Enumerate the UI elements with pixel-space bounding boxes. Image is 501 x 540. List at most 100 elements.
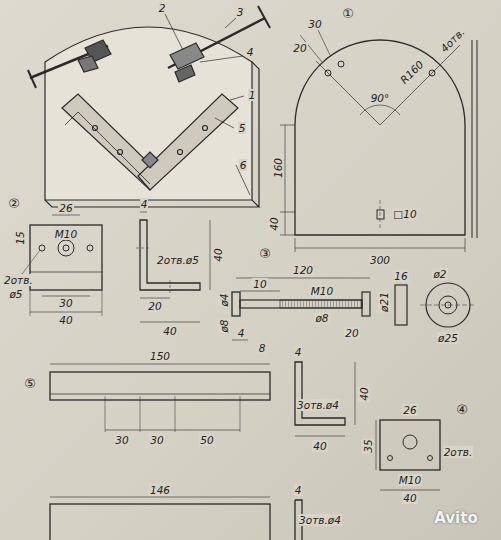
drawing-stroke bbox=[22, 250, 40, 274]
dimension-label: 20 bbox=[344, 327, 359, 339]
bracket-drawing bbox=[22, 212, 210, 322]
dimension-label: 40 bbox=[358, 386, 370, 401]
part-number: ② bbox=[7, 198, 21, 210]
drawing-stroke bbox=[230, 96, 244, 100]
dimension-label: 40 bbox=[162, 325, 177, 337]
drawing-stroke bbox=[280, 300, 362, 308]
dimension-label: 2отв. bbox=[3, 274, 34, 286]
dimension-label: R160 bbox=[397, 57, 426, 86]
dimension-label: 150 bbox=[149, 350, 171, 362]
part-number: ④ bbox=[455, 404, 469, 416]
drawing-stroke bbox=[140, 212, 147, 213]
dimension-label: 30 bbox=[114, 434, 129, 446]
drawing-stroke bbox=[50, 394, 270, 395]
dimension-label: 2отв. bbox=[443, 446, 474, 458]
drawing-stroke bbox=[200, 56, 243, 62]
callout-number: 4 bbox=[246, 46, 255, 58]
dimension-label: M10 bbox=[310, 285, 334, 297]
drawing-stroke bbox=[295, 436, 345, 437]
dimension-label: ø21 bbox=[378, 291, 390, 313]
drawing-stroke bbox=[295, 40, 465, 235]
drawing-stroke bbox=[93, 126, 98, 131]
drawing-stroke bbox=[232, 340, 248, 341]
drawing-stroke bbox=[102, 290, 103, 316]
drawing-stroke bbox=[225, 18, 236, 28]
dimension-label: ø8 bbox=[218, 318, 230, 333]
drawing-stroke bbox=[170, 43, 204, 69]
drawing-stroke bbox=[65, 112, 150, 184]
drawing-stroke bbox=[63, 245, 69, 251]
bar-drawing bbox=[50, 362, 440, 540]
dimension-label: 8 bbox=[258, 342, 267, 354]
dimension-label: 20 bbox=[147, 300, 162, 312]
drawing-stroke bbox=[140, 220, 200, 290]
drawing-stroke bbox=[403, 435, 417, 449]
dimension-label: 20 bbox=[292, 42, 307, 54]
dimension-label: M10 bbox=[398, 474, 422, 486]
drawing-stroke bbox=[295, 248, 465, 249]
drawing-stroke bbox=[280, 212, 295, 213]
drawing-stroke bbox=[50, 372, 270, 400]
callout-number: 2 bbox=[158, 2, 167, 14]
drawing-stroke bbox=[50, 497, 270, 498]
dimension-label: 4 bbox=[294, 346, 303, 358]
drawing-stroke bbox=[285, 125, 286, 235]
drawing-stroke bbox=[178, 150, 183, 155]
drawing-stroke bbox=[376, 420, 377, 470]
drawing-stroke bbox=[240, 396, 241, 432]
dimension-label: 10 bbox=[252, 278, 267, 290]
drawing-stroke bbox=[380, 45, 460, 125]
dimension-label: □10 bbox=[392, 208, 417, 220]
drawing-stroke bbox=[28, 70, 36, 88]
dimension-label: ø2 bbox=[432, 268, 447, 280]
drawing-stroke bbox=[472, 40, 473, 238]
dimension-label: 2отв.ø5 bbox=[156, 254, 200, 266]
drawing-stroke bbox=[388, 456, 393, 461]
drawing-stroke bbox=[295, 362, 345, 425]
dimension-label: 40 bbox=[58, 314, 73, 326]
drawing-stroke bbox=[118, 150, 123, 155]
drawing-stroke bbox=[240, 300, 362, 308]
drawing-stroke bbox=[232, 292, 240, 316]
dimension-label: 40 bbox=[402, 492, 417, 504]
dimension-label: 26 bbox=[402, 404, 417, 416]
dimension-label: 300 bbox=[369, 254, 391, 266]
drawing-stroke bbox=[58, 240, 74, 256]
screw-drawing bbox=[232, 278, 476, 340]
dimension-label: 30 bbox=[307, 18, 322, 30]
drawing-stroke bbox=[429, 70, 435, 76]
dimension-label: 3отв.ø4 bbox=[298, 514, 342, 526]
dimension-label: 146 bbox=[149, 484, 171, 496]
drawing-stroke bbox=[50, 504, 270, 540]
drawing-stroke bbox=[380, 490, 440, 491]
dimension-label: 50 bbox=[199, 434, 214, 446]
drawing-stroke bbox=[362, 292, 370, 316]
drawing-stroke bbox=[280, 125, 295, 126]
part-number: ⑤ bbox=[23, 378, 37, 390]
dimension-label: 40 bbox=[212, 247, 224, 262]
dimension-label: 120 bbox=[292, 264, 314, 276]
dimension-label: ø5 bbox=[8, 288, 23, 300]
drawing-stroke bbox=[380, 420, 440, 470]
dimension-label: M10 bbox=[54, 228, 78, 240]
dimension-label: 4 bbox=[294, 484, 303, 496]
drawing-stroke bbox=[136, 248, 150, 249]
drawing-stroke bbox=[325, 70, 331, 76]
drawing-stroke bbox=[170, 280, 171, 294]
drawing-stroke bbox=[140, 298, 170, 299]
drawing-stroke bbox=[50, 364, 270, 365]
drawing-stroke bbox=[240, 291, 280, 292]
plate-drawing bbox=[280, 30, 477, 252]
dimension-label: 40 bbox=[312, 440, 327, 452]
drawing-stroke bbox=[30, 290, 31, 316]
dimension-label: 4 bbox=[140, 198, 149, 210]
dimension-label: 15 bbox=[14, 230, 26, 245]
dimension-label: 90° bbox=[370, 92, 391, 104]
drawing-stroke bbox=[380, 200, 381, 230]
callout-number: 5 bbox=[238, 122, 247, 134]
drawing-stroke bbox=[465, 238, 466, 252]
drawing-stroke bbox=[355, 362, 356, 425]
dimension-label: ø25 bbox=[437, 332, 459, 344]
dimension-label: ø4 bbox=[218, 292, 230, 307]
